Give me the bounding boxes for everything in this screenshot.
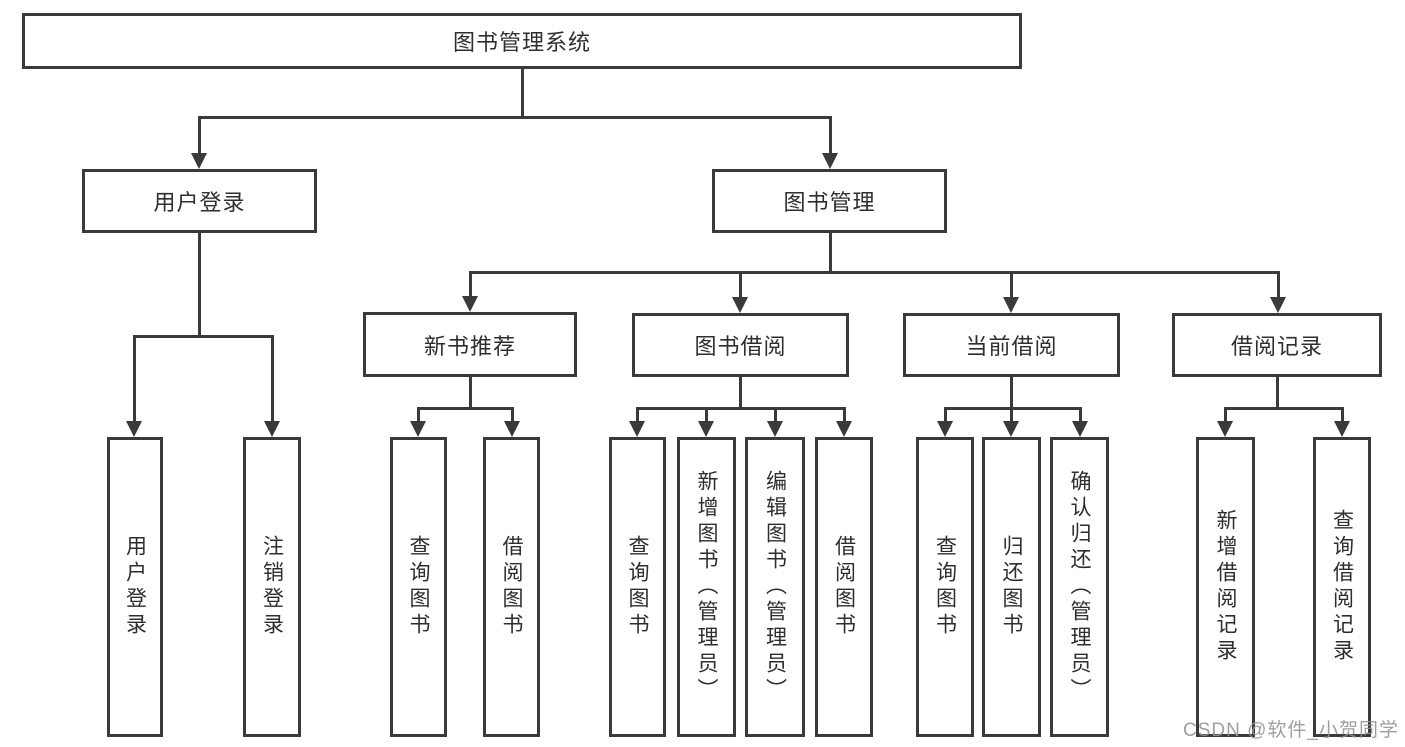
connector-line xyxy=(197,117,201,156)
arrow-down-icon xyxy=(1003,297,1019,313)
arrow-down-icon xyxy=(504,421,520,437)
connector-line xyxy=(197,233,201,338)
arrow-down-icon xyxy=(1270,297,1286,313)
leaf-query-books-borrowing: 查询图书 xyxy=(609,437,666,737)
connector-line xyxy=(943,408,947,424)
connector-line xyxy=(1276,272,1280,300)
node-library-management-system: 图书管理系统 xyxy=(22,13,1022,69)
leaf-label: 查询图书 xyxy=(933,535,957,639)
leaf-query-books-current: 查询图书 xyxy=(916,437,974,737)
connector-line xyxy=(1275,377,1279,410)
arrow-down-icon xyxy=(822,153,838,169)
connector-line xyxy=(1223,406,1344,410)
arrow-down-icon xyxy=(410,421,426,437)
node-label: 当前借阅 xyxy=(965,334,1058,359)
leaf-query-books-recommend: 查询图书 xyxy=(390,437,447,737)
leaf-label: 查询图书 xyxy=(407,535,430,639)
leaf-label: 用户登录 xyxy=(123,535,147,639)
leaf-label: 编辑图书（管理员） xyxy=(763,470,787,704)
node-book-borrowing: 图书借阅 xyxy=(632,313,849,377)
connector-line xyxy=(468,270,1280,274)
arrow-down-icon xyxy=(1003,421,1019,437)
leaf-label: 归还图书 xyxy=(1000,535,1023,639)
leaf-borrow-books-recommend: 借阅图书 xyxy=(483,437,540,737)
connector-line xyxy=(416,406,514,410)
leaf-user-login: 用户登录 xyxy=(107,437,163,737)
connector-line xyxy=(468,272,472,299)
arrow-down-icon xyxy=(126,421,142,437)
connector-line xyxy=(1078,408,1082,424)
leaf-label: 查询借阅记录 xyxy=(1330,509,1354,665)
connector-line xyxy=(773,408,777,424)
connector-line xyxy=(704,408,708,424)
arrow-down-icon xyxy=(937,421,953,437)
connector-line xyxy=(468,377,472,410)
leaf-label: 新增借阅记录 xyxy=(1214,509,1237,665)
arrow-down-icon xyxy=(767,421,783,437)
node-book-management: 图书管理 xyxy=(712,169,947,233)
node-label: 新书推荐 xyxy=(423,333,516,359)
connector-line xyxy=(132,334,274,338)
node-label: 图书管理 xyxy=(783,190,876,215)
connector-line xyxy=(738,377,742,410)
leaf-add-books-admin: 新增图书（管理员） xyxy=(677,437,736,737)
connector-line xyxy=(635,408,639,424)
arrow-down-icon xyxy=(1072,421,1088,437)
connector-line xyxy=(270,336,274,424)
arrow-down-icon xyxy=(191,153,207,169)
arrow-down-icon xyxy=(732,297,748,313)
leaf-borrow-books: 借阅图书 xyxy=(815,437,873,737)
arrow-down-icon xyxy=(698,421,714,437)
leaf-label: 借阅图书 xyxy=(500,535,523,639)
connector-line xyxy=(510,408,514,424)
connector-line xyxy=(1009,272,1013,300)
connector-line xyxy=(943,406,1082,410)
leaf-query-borrow-record: 查询借阅记录 xyxy=(1313,437,1371,737)
connector-line xyxy=(1009,408,1013,424)
node-label: 图书管理系统 xyxy=(452,30,591,55)
leaf-logout: 注销登录 xyxy=(243,437,301,737)
leaf-label: 借阅图书 xyxy=(832,535,856,639)
connector-line xyxy=(738,272,742,300)
arrow-down-icon xyxy=(264,421,280,437)
connector-line xyxy=(520,69,524,119)
node-borrowing-records: 借阅记录 xyxy=(1172,313,1382,377)
connector-line xyxy=(416,408,420,424)
leaf-confirm-return-admin: 确认归还（管理员） xyxy=(1050,437,1109,737)
leaf-label: 新增图书（管理员） xyxy=(695,470,718,704)
connector-line xyxy=(1340,408,1344,424)
node-user-login: 用户登录 xyxy=(82,169,317,233)
connector-line xyxy=(842,408,846,424)
node-current-borrowing: 当前借阅 xyxy=(903,313,1120,377)
connector-line xyxy=(1223,408,1227,424)
arrow-down-icon xyxy=(1334,421,1350,437)
connector-line xyxy=(132,336,136,424)
arrow-down-icon xyxy=(836,421,852,437)
arrow-down-icon xyxy=(1217,421,1233,437)
connector-line xyxy=(828,233,832,274)
leaf-add-borrow-record: 新增借阅记录 xyxy=(1196,437,1255,737)
leaf-return-books: 归还图书 xyxy=(982,437,1041,737)
node-label: 用户登录 xyxy=(153,190,246,215)
connector-line xyxy=(828,117,832,156)
arrow-down-icon xyxy=(462,296,478,312)
leaf-label: 确认归还（管理员） xyxy=(1068,470,1091,704)
node-label: 借阅记录 xyxy=(1230,334,1323,359)
arrow-down-icon xyxy=(629,421,645,437)
watermark: CSDN @软件_小贺同学 xyxy=(1183,720,1399,741)
leaf-edit-books-admin: 编辑图书（管理员） xyxy=(745,437,805,737)
connector-line xyxy=(1009,377,1013,410)
connector-line xyxy=(635,406,846,410)
node-label: 图书借阅 xyxy=(694,334,787,359)
leaf-label: 注销登录 xyxy=(260,535,284,639)
connector-line xyxy=(197,115,832,119)
leaf-label: 查询图书 xyxy=(626,535,649,639)
node-new-book-recommendation: 新书推荐 xyxy=(363,312,577,377)
